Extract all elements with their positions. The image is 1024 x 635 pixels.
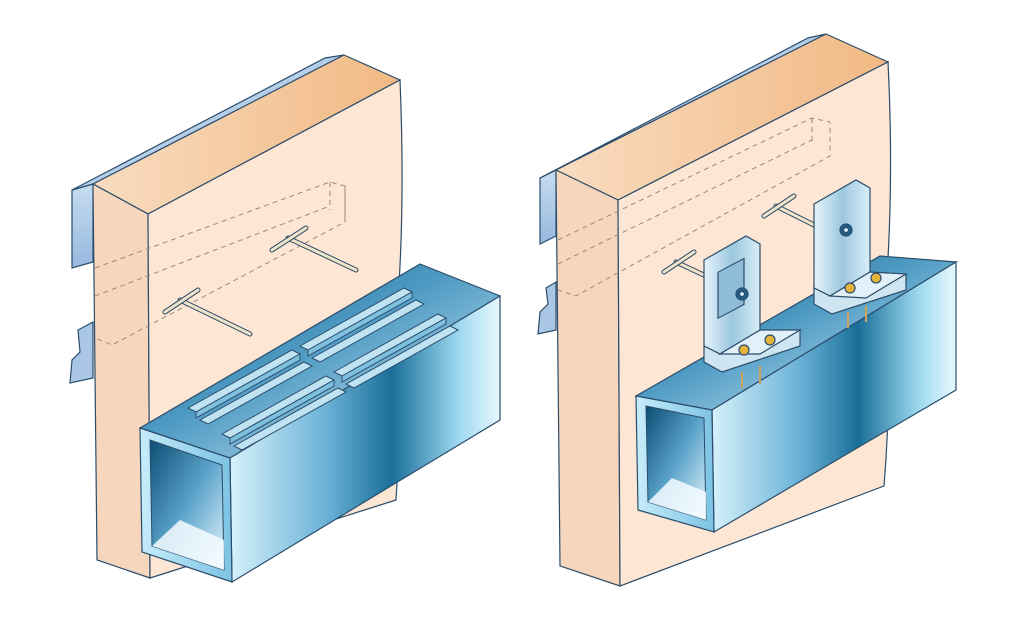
- angle-bracket-2: [813, 179, 908, 328]
- wall-side-face-right: [555, 169, 621, 587]
- cast-in-channel: [332, 313, 460, 389]
- bolt-gold: [738, 344, 750, 356]
- channels-left: [186, 287, 460, 451]
- hidden-lines-left: [94, 181, 346, 346]
- bolt-gold: [764, 334, 776, 346]
- panel-left: [69, 54, 502, 584]
- panel-right: [537, 33, 958, 587]
- angle-bracket-1: [703, 235, 803, 388]
- cast-in-channel: [186, 349, 314, 425]
- cast-in-channel: [298, 287, 426, 363]
- t-anchor-left-1: [162, 287, 253, 337]
- cast-in-channel: [220, 375, 348, 451]
- bolt-gold: [870, 272, 882, 284]
- precast-beam-left: [69, 54, 345, 384]
- t-anchor-left-2: [269, 225, 359, 273]
- bolt-gold: [844, 282, 856, 294]
- hidden-lines-right: [557, 117, 831, 297]
